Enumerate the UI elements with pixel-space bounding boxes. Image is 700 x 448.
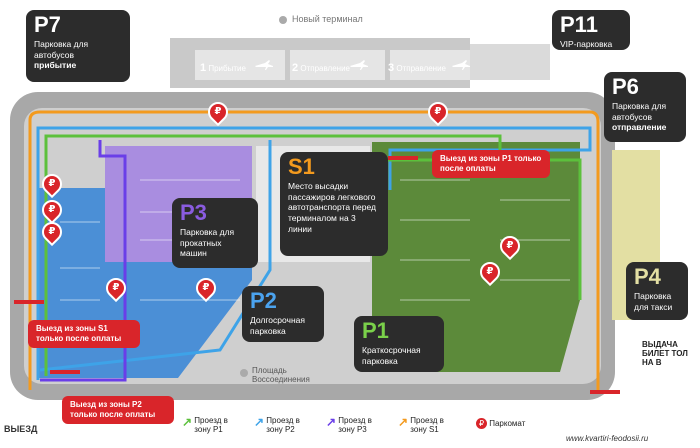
square-label: Площадь Воссоединения (252, 366, 310, 385)
legend-item-p2: ↗ Проезд в зону P2 (254, 415, 300, 435)
zone-p6-callout[interactable]: P6 Парковка для автобусов отправление (604, 72, 686, 142)
zone-s1-code: S1 (288, 154, 315, 179)
arrow-purple-icon: ↗ (326, 415, 337, 429)
route-s1 (28, 110, 600, 390)
arrow-orange-icon: ↗ (398, 415, 409, 429)
terminal-label: Новый терминал (292, 14, 363, 24)
parking-meter-icon: ₽ (476, 418, 487, 429)
zone-p2-desc: Долгосрочная парковка (250, 315, 305, 336)
gate-2-block (290, 50, 385, 80)
arrow-blue-icon: ↗ (254, 415, 265, 429)
zone-p11-code: P11 (560, 12, 598, 37)
zone-p7-code: P7 (34, 12, 61, 37)
zone-p7-desc: Парковка для автобусов (34, 39, 89, 60)
notice-exit-p2: Выезд из зоны P2 только после оплаты (62, 396, 174, 424)
legend-item-p3: ↗ Проезд в зону P3 (326, 415, 372, 435)
notice-exit-p1: Выезд из зоны P1 только после оплаты (432, 150, 550, 178)
terminal-wing (470, 44, 550, 80)
zone-p11-desc: VIP-парковка (560, 39, 613, 49)
zone-p2-code: P2 (250, 288, 277, 313)
zone-p7-desc2: прибытие (34, 60, 77, 71)
zone-p7-callout[interactable]: P7 Парковка для автобусов прибытие (26, 10, 130, 82)
zone-s1-desc: Место высадки пассажиров легкового автот… (288, 181, 377, 234)
zone-p3-desc: Парковка для прокатных машин (180, 227, 235, 259)
airplane-icons (255, 60, 470, 70)
zone-p6-desc2: отправление (612, 122, 667, 133)
watermark: www.kvartiri-feodosii.ru (566, 434, 649, 443)
zone-p6-code: P6 (612, 74, 639, 99)
zone-s1-callout[interactable]: S1 Место высадки пассажиров легкового ав… (280, 152, 388, 256)
zone-p3-code: P3 (180, 200, 207, 225)
zone-p11-callout[interactable]: P11 VIP-парковка (552, 10, 630, 50)
zone-p4-code: P4 (634, 264, 661, 289)
legend-item-s1: ↗ Проезд в зону S1 (398, 415, 444, 435)
route-p1 (44, 134, 502, 376)
zone-p2-callout[interactable]: P2 Долгосрочная парковка (242, 286, 324, 342)
gate-2-label: 2 Отправление (292, 62, 350, 74)
zone-p6-desc: Парковка для автобусов (612, 101, 667, 122)
legend-item-p1: ↗ Проезд в зону P1 (182, 415, 228, 435)
arrow-green-icon: ↗ (182, 415, 193, 429)
exit-label: ВЫЕЗД (4, 424, 38, 434)
ticket-label: ВЫДАЧА БИЛЕТ ТОЛ НА В (642, 340, 688, 368)
barriers (14, 156, 620, 394)
zone-p4-desc: Парковка для такси (634, 291, 673, 312)
zone-p3-callout[interactable]: P3 Парковка для прокатных машин (172, 198, 258, 268)
gate-1-label: 1 Прибытие (200, 62, 246, 74)
gate-3-label: 3 Отправление (388, 62, 446, 74)
legend-item-meter: ₽ Паркомат (476, 418, 525, 429)
route-p3 (40, 140, 127, 382)
location-pins (240, 16, 287, 377)
zone-p1-code: P1 (362, 318, 389, 343)
zone-p4-callout[interactable]: P4 Парковка для такси (626, 262, 688, 320)
notice-exit-s1: Выезд из зоны S1 только после оплаты (28, 320, 140, 348)
zone-p1-callout[interactable]: P1 Краткосрочная парковка (354, 316, 444, 372)
zone-p1-desc: Краткосрочная парковка (362, 345, 421, 366)
